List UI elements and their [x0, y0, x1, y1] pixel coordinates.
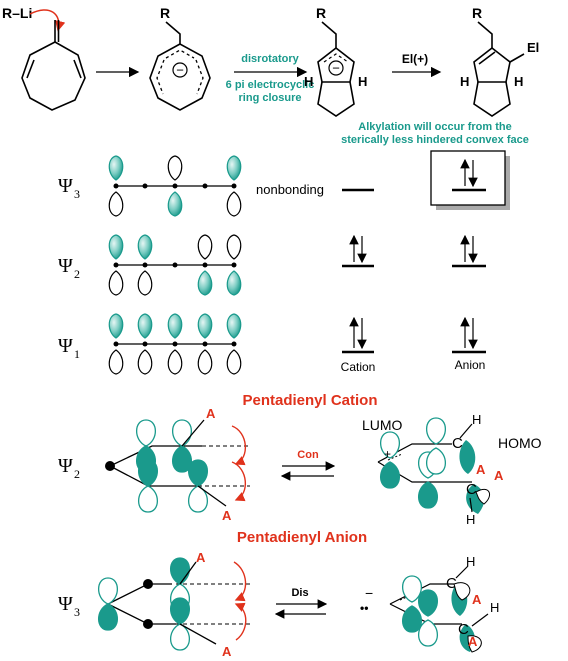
psi1-row: Ψ 1 Cation Anion: [58, 313, 486, 375]
mo-diagram: Ψ 3 nonbonding Ψ 2: [58, 150, 510, 375]
disrotatory-label: disrotatory: [241, 53, 299, 65]
anion-title: Pentadienyl Anion: [237, 529, 367, 546]
c-label-bottom: C: [466, 481, 477, 498]
anion-charge: −: [176, 63, 184, 78]
bicyclic-anion: R − H H: [304, 5, 367, 117]
cation-section: Pentadienyl Cation Ψ 2 A A Con LUMO HOMO: [58, 392, 542, 527]
psi2-subscript: 2: [74, 267, 80, 281]
cyclooctatriene: [21, 20, 86, 111]
anion-psi-label: Ψ: [58, 593, 73, 615]
anion-right-a2: A: [468, 634, 478, 649]
el-label: El: [527, 40, 539, 55]
cation-right-a2: A: [494, 468, 504, 483]
homo-label: HOMO: [498, 435, 542, 451]
cation-right-a1: A: [476, 462, 486, 477]
electrophile-label: El(+): [402, 52, 428, 66]
lumo-label: LUMO: [362, 417, 403, 433]
reaction-scheme: R–Li R − disrotatory 6 pi electrocyclic …: [2, 5, 539, 146]
pentadienyl-anion-ring: R −: [149, 5, 211, 111]
h-label-4: H: [514, 74, 523, 89]
alkylation-note-line1: Alkylation will occur from the: [358, 121, 511, 133]
cation-a-label-top: A: [206, 406, 216, 421]
h-label-right: H: [358, 74, 367, 89]
anion-section: Pentadienyl Anion Ψ 3 A A Dis − ••: [58, 529, 499, 659]
anion-psi-subscript: 3: [74, 605, 80, 619]
anion-lone-pair: ••: [360, 601, 368, 615]
psi3-subscript: 3: [74, 187, 80, 201]
con-label: Con: [297, 449, 319, 461]
r-group-label: R: [160, 5, 170, 21]
anion-minus: −: [365, 585, 373, 601]
h-label-top: H: [472, 412, 481, 427]
cation-title: Pentadienyl Cation: [242, 392, 377, 409]
cation-label: Cation: [341, 360, 376, 374]
alkylated-product: R El H H: [460, 5, 539, 117]
electrocyclic-label: 6 pi electrocyclic: [226, 79, 315, 91]
h-label-3: H: [460, 74, 469, 89]
psi2-row: Ψ 2: [58, 234, 486, 296]
psi3-label: Ψ: [58, 175, 73, 197]
anion-c-label-top: C: [446, 575, 457, 592]
anion-a-label-top: A: [196, 550, 206, 565]
psi1-label: Ψ: [58, 335, 73, 357]
c-label-top: C: [452, 435, 463, 452]
anion-right-a1: A: [472, 592, 482, 607]
cation-psi-subscript: 2: [74, 467, 80, 481]
anion-label: Anion: [455, 358, 486, 372]
anion-a-label-bottom: A: [222, 644, 232, 659]
h-label-bottom: H: [466, 512, 475, 527]
dis-label: Dis: [291, 587, 308, 599]
reagent-label: R–Li: [2, 5, 32, 21]
psi2-label: Ψ: [58, 255, 73, 277]
cation-psi-label: Ψ: [58, 455, 73, 477]
alkylation-note-line2: sterically less hindered convex face: [341, 134, 529, 146]
ring-closure-label: ring closure: [239, 92, 302, 104]
psi3-row: Ψ 3 nonbonding: [58, 150, 510, 217]
r-group-label-2: R: [316, 5, 326, 21]
h-label-left: H: [304, 74, 313, 89]
psi1-subscript: 1: [74, 347, 80, 361]
anion-h-label-top: H: [466, 554, 475, 569]
r-group-label-3: R: [472, 5, 482, 21]
plus-sign: +: [384, 447, 391, 461]
anion-c-label-bottom: C: [458, 621, 469, 638]
cation-a-label-bottom: A: [222, 508, 232, 523]
anion-h-label-right: H: [490, 600, 499, 615]
anion-charge-2: −: [332, 61, 340, 76]
nonbonding-label: nonbonding: [256, 182, 324, 197]
